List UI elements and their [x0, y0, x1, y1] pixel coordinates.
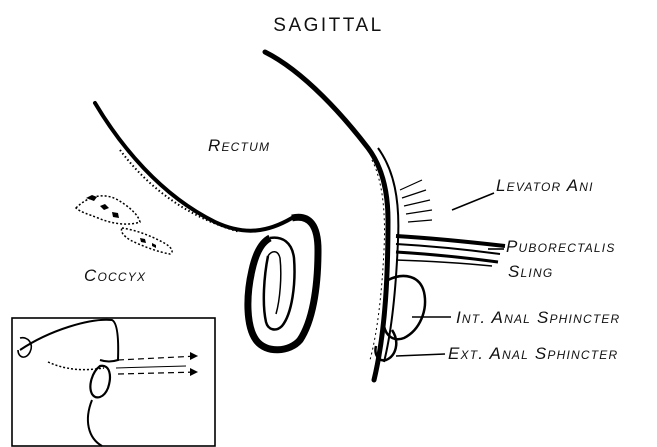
levator-ani-fibres: [400, 180, 432, 222]
label-levator-ani: Levator Ani: [496, 177, 594, 194]
left-sphincter-loop: [248, 217, 318, 350]
label-puborectalis: Puborectalis: [506, 238, 616, 255]
coccyx-bone: [76, 195, 172, 254]
puborectalis-sling-band: [396, 236, 505, 266]
label-rectum: Rectum: [208, 137, 270, 154]
diagram-title: SAGITTAL: [0, 16, 657, 35]
anterior-rectal-wall: [265, 52, 398, 380]
inset-diagram: [12, 318, 215, 446]
label-ext-anal-sphincter: Ext. Anal Sphincter: [448, 345, 618, 362]
label-sling: Sling: [508, 263, 553, 280]
label-coccyx: Coccyx: [84, 267, 146, 284]
label-int-anal-sphincter: Int. Anal Sphincter: [456, 309, 620, 326]
posterior-rectal-wall: [95, 103, 292, 232]
